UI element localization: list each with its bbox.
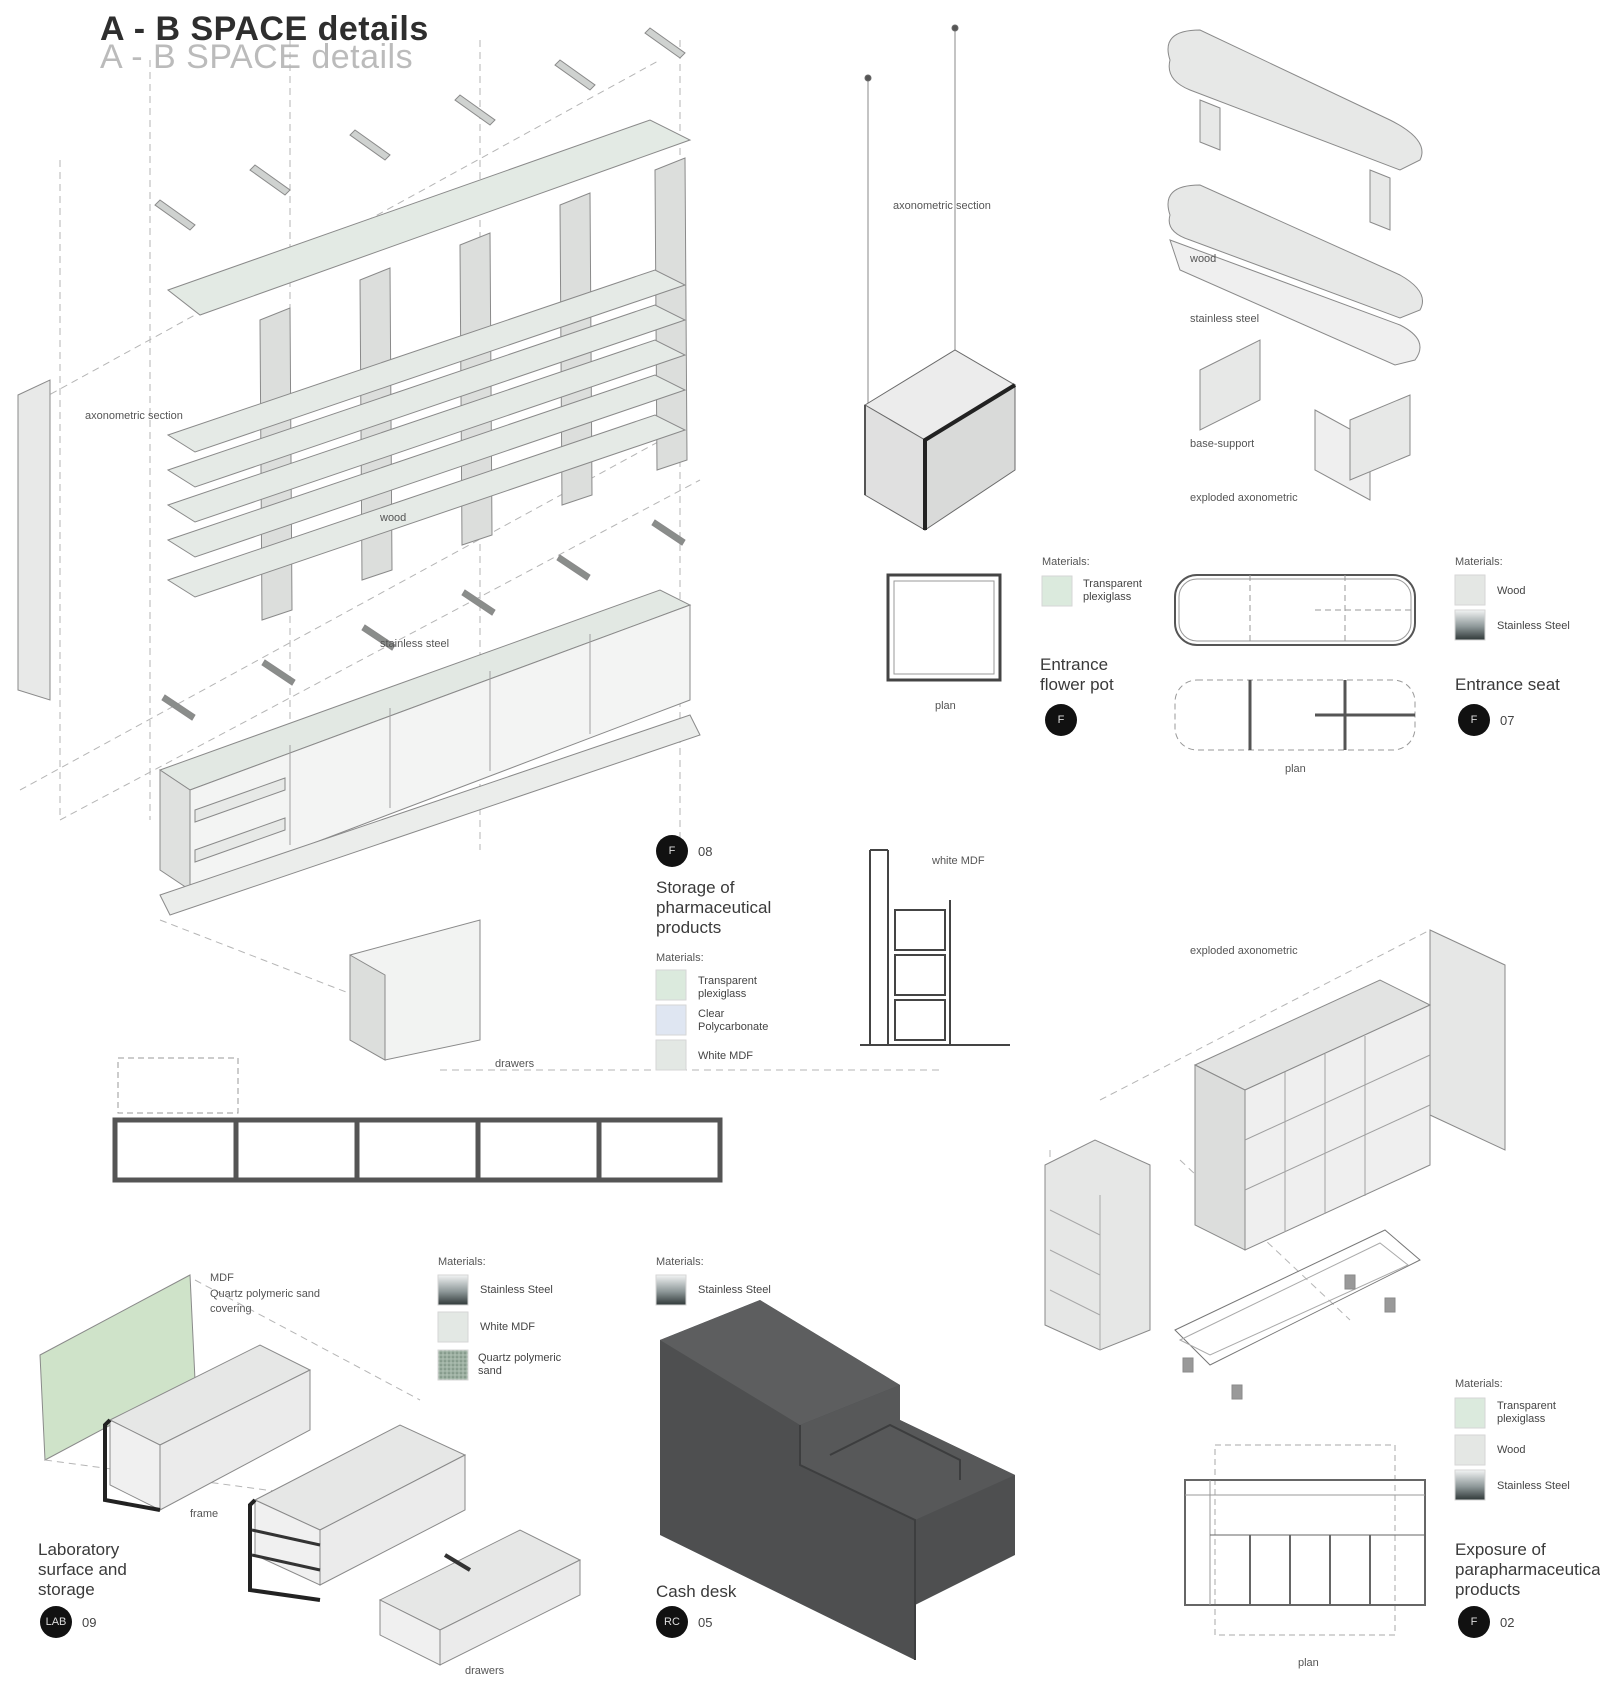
storage-axonometric-label: axonometric section [85,410,183,422]
storage-axonometric [17,27,940,1071]
storage-badge: F 08 [656,835,712,867]
parapharmaceutical-axonometric [1044,929,1506,1400]
flower-materials-heading: Materials: [1042,556,1090,568]
seat-badge: F 07 [1458,704,1514,736]
storage-materials-heading: Materials: [656,952,704,964]
seat-steel-label: stainless steel [1190,313,1260,325]
para-material-1: Transparent plexiglass [1497,1400,1556,1425]
laboratory-axonometric [39,1274,582,1666]
cash-materials-heading: Materials: [656,1256,704,1268]
flower-title: Entrance flower pot [1040,655,1114,694]
cash-desk-axonometric [660,1300,1015,1660]
seat-base-label: base-support [1190,438,1255,450]
storage-code: F [656,835,688,867]
seat-materials-heading: Materials: [1455,556,1503,568]
page-title: A - B SPACE details [100,10,429,48]
para-code: F [1458,1606,1490,1638]
lab-material-1: Stainless Steel [480,1284,553,1296]
entrance-seat-plan [1174,574,1416,751]
seat-exploded-label: exploded axonometric [1190,492,1298,504]
storage-steel-label: stainless steel [380,638,450,650]
lab-materials-heading: Materials: [438,1256,486,1268]
lab-frame-label: frame [190,1508,219,1520]
flower-material-1: Transparent plexiglass [1083,578,1142,603]
flower-pot-axonometric [864,24,1017,531]
lab-code: LAB [40,1606,72,1638]
lab-badge: LAB 09 [40,1606,96,1638]
lab-material-3: Quartz polymeric sand [478,1352,562,1377]
seat-code: F [1458,704,1490,736]
seat-wood-label: wood [1190,253,1217,265]
lab-material-2: White MDF [480,1321,535,1333]
para-material-2: Wood [1497,1444,1526,1456]
flower-axonometric-label: axonometric section [893,200,991,212]
cash-title: Cash desk [656,1582,737,1601]
white-mdf-section [860,849,1010,1046]
para-exploded-label: exploded axonometric [1190,945,1298,957]
flower-code: F [1045,704,1077,736]
flower-badge: F [1045,704,1077,736]
flower-plan-label: plan [935,700,956,712]
seat-plan-label: plan [1285,763,1306,775]
page-title-shadow: A - B SPACE details [100,38,414,76]
cash-number: 05 [698,1614,713,1630]
lab-number: 09 [82,1614,97,1630]
seat-material-1: Wood [1497,585,1526,597]
cash-material-1: Stainless Steel [698,1284,771,1296]
cash-badge: RC 05 [656,1606,712,1638]
cash-code: RC [656,1606,688,1638]
entrance-seat-axonometric [1167,29,1423,501]
material-swatches [437,574,1486,1501]
storage-material-2: Clear Polycarbonate [698,1008,769,1033]
storage-wood-label: wood [380,512,407,524]
section-white-mdf-label: white MDF [932,855,985,867]
para-materials-heading: Materials: [1455,1378,1503,1390]
parapharmaceutical-plan [1184,1444,1426,1636]
seat-number: 07 [1500,712,1515,728]
storage-drawers-label: drawers [495,1058,535,1070]
seat-title: Entrance seat [1455,675,1560,694]
para-badge: F 02 [1458,1606,1514,1638]
storage-title: Storage of pharmaceutical products [656,878,772,937]
lab-mdf-label: MDF [210,1272,234,1284]
flower-pot-plan [886,573,1002,682]
para-number: 02 [1500,1614,1515,1630]
seat-material-2: Stainless Steel [1497,620,1570,632]
lab-title: Laboratory surface and storage [38,1540,127,1599]
para-title: Exposure of parapharmaceutical products [1455,1540,1600,1599]
lab-drawers-label: drawers [465,1665,505,1677]
para-plan-label: plan [1298,1657,1319,1669]
lab-quartz-label: Quartz polymeric sand covering [210,1288,321,1315]
para-material-3: Stainless Steel [1497,1480,1570,1492]
storage-plan [112,1057,723,1183]
storage-material-3: White MDF [698,1050,753,1062]
storage-material-1: Transparent plexiglass [698,975,757,1000]
storage-number: 08 [698,843,713,859]
